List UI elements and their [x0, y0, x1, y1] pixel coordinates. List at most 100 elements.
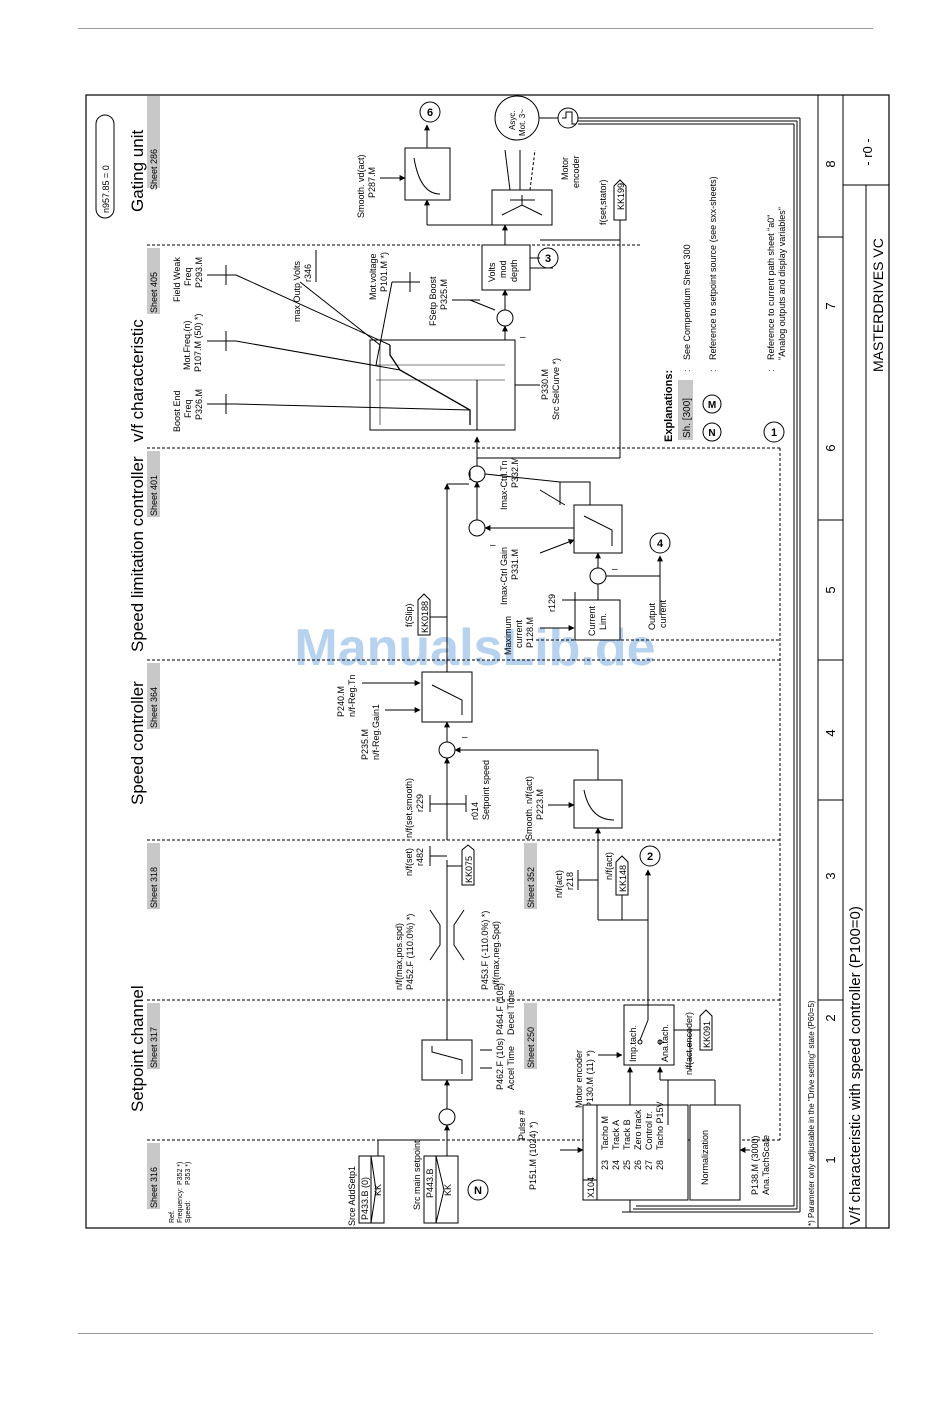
tacho-m-label: Tacho M: [600, 1116, 610, 1150]
legend-1-text: 1: [771, 427, 777, 439]
smooth-vd-block[interactable]: [404, 147, 451, 201]
speed-pi-controller[interactable]: [421, 671, 473, 723]
p433-box[interactable]: [358, 1155, 372, 1224]
p101-label: P101.M *): [379, 252, 389, 292]
col-num-1: 1: [823, 1156, 838, 1163]
svg-text:–: –: [520, 332, 526, 343]
circle-4-label: 4: [657, 538, 664, 550]
r346-label: r346: [303, 264, 313, 282]
p464-decel: P464.F (10s): [495, 983, 505, 1035]
column-ticks: [818, 236, 843, 1001]
sheet-352: Sheet 352: [526, 867, 536, 908]
svg-text:–: –: [612, 564, 618, 575]
p240-label: P240.M: [336, 686, 346, 717]
kk075-connector[interactable]: [461, 844, 475, 886]
sheet-318: Sheet 318: [149, 867, 159, 908]
motor-encoder[interactable]: [557, 107, 579, 129]
vf-parameter-lines: [207, 250, 540, 414]
ref-p353: P353 *): [185, 1162, 192, 1185]
fsetp-boost-label: FSetp Boost: [428, 276, 438, 326]
sheet-316: Sheet 316: [149, 1167, 159, 1208]
ref-circle-6: [419, 101, 441, 123]
p331-label: P331.M: [510, 549, 520, 580]
encoder-select-switch[interactable]: [623, 1004, 675, 1066]
section-speed-limitation: Speed limitation controller: [128, 456, 147, 652]
ramp-function-generator[interactable]: [421, 1039, 473, 1081]
terminal-27: 27: [644, 1160, 654, 1170]
kk148-connector[interactable]: [615, 855, 629, 896]
explanations-title: Explanations:: [663, 370, 675, 442]
p128-label: P128.M: [525, 617, 535, 648]
decel-time-label: Decel Time: [506, 990, 516, 1035]
x104-label: X104: [586, 1177, 596, 1198]
svg-text::: :: [682, 369, 692, 372]
col-num-4: 4: [823, 729, 838, 736]
ref-circle-2: [639, 845, 661, 867]
kk-connector-1[interactable]: [370, 1155, 385, 1224]
sheet-ref-legend: Sh. [300]: [682, 398, 693, 438]
sheet-364: Sheet 364: [149, 687, 159, 728]
normalization-label: Normalization: [700, 1130, 710, 1185]
p287-label: P287.M: [367, 167, 377, 198]
smooth-vd-label: Smooth. vd(act): [356, 154, 366, 218]
kk0188-label: KK0188: [420, 601, 430, 633]
imax-tn-label: Imax-Ctrl.Tn: [499, 461, 509, 511]
kk091-label: KK091: [702, 1021, 712, 1048]
track-b-label: Track B: [622, 1119, 632, 1150]
vf-characteristic-block[interactable]: [369, 339, 516, 431]
src-main-setpoint-label: Src main setpoint: [412, 1140, 422, 1210]
smooth-nact-block[interactable]: [573, 779, 623, 829]
section-gating-unit: Gating unit: [128, 130, 147, 212]
mod-text: mod: [498, 260, 508, 278]
ref-frequency: Frequency:: [177, 1188, 184, 1223]
p223-label: P223.M: [535, 789, 545, 820]
section-vf-characteristic: v/f characteristic: [128, 319, 147, 442]
fset-stator-label: f(set,stator): [598, 179, 608, 225]
current-limit-block[interactable]: [574, 599, 621, 641]
kk-connector-2[interactable]: [435, 1155, 459, 1224]
volts-sum-point: [496, 309, 514, 327]
p443-box[interactable]: [423, 1155, 437, 1224]
terminal-26: 26: [633, 1160, 643, 1170]
x104-terminal-block[interactable]: [582, 1104, 689, 1201]
kk091-connector[interactable]: [699, 1009, 713, 1051]
mot-voltage-label: Mot.voltage: [368, 253, 378, 300]
setpoint-speed-label: Setpoint speed: [481, 760, 491, 820]
p107-label: P107.M (50) *): [193, 313, 203, 372]
ref-circle-4: [649, 532, 671, 554]
sheet-250: Sheet 250: [526, 1027, 536, 1068]
p151-label: P151.M (1024) *): [528, 1121, 538, 1190]
async-motor[interactable]: [494, 95, 540, 141]
limiter-pos: [429, 909, 441, 961]
pulse-label: Pulse #: [517, 1110, 527, 1140]
volts-text: Volts: [487, 262, 497, 282]
nact-label-2: n/f(act): [604, 852, 614, 880]
col-num-7: 7: [823, 302, 838, 309]
svg-text::: :: [766, 369, 776, 372]
col-num-5: 5: [823, 586, 838, 593]
col-num-6: 6: [823, 444, 838, 451]
terminal-24: 24: [611, 1160, 621, 1170]
current-label: current: [514, 619, 524, 648]
outer-frame: [85, 94, 890, 1229]
kk148-label: KK148: [618, 865, 628, 892]
imax-controller[interactable]: [573, 504, 623, 554]
p235-label: P235.M: [360, 729, 370, 760]
kk0188-connector[interactable]: [417, 593, 431, 636]
kk199-connector[interactable]: [613, 179, 627, 221]
boost-end-label: Boost End: [172, 390, 182, 432]
circle-3-label: 3: [545, 253, 551, 265]
output-label: Output: [647, 602, 657, 630]
circle-6-label: 6: [427, 107, 433, 119]
volts-mod-depth-block[interactable]: [481, 244, 531, 291]
normalization-block[interactable]: [689, 1104, 741, 1201]
top-param-n957: n957.85 = 0: [101, 165, 111, 213]
circle-2-label: 2: [647, 851, 653, 863]
imax-gain-label: Imax-Ctrl Gain: [499, 547, 509, 605]
r129-label: r129: [547, 594, 557, 612]
col-num-2: 2: [823, 1014, 838, 1021]
nset-label: n/f(set): [404, 848, 414, 876]
n-circle-label: N: [474, 1185, 482, 1197]
motor-encoder-label-1: Motor: [560, 157, 570, 180]
ref-label: Ref.: [169, 1210, 176, 1223]
